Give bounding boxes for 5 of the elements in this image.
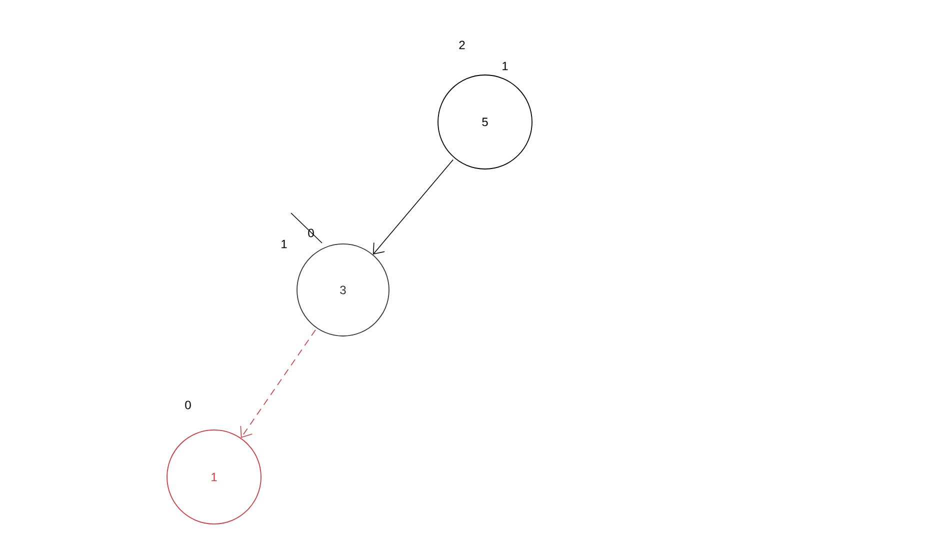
arrow <box>240 329 316 438</box>
number-label: 1 <box>282 240 287 248</box>
number-label: 0 <box>185 400 191 410</box>
arrow <box>373 159 454 255</box>
number-label: 2 <box>459 40 465 50</box>
